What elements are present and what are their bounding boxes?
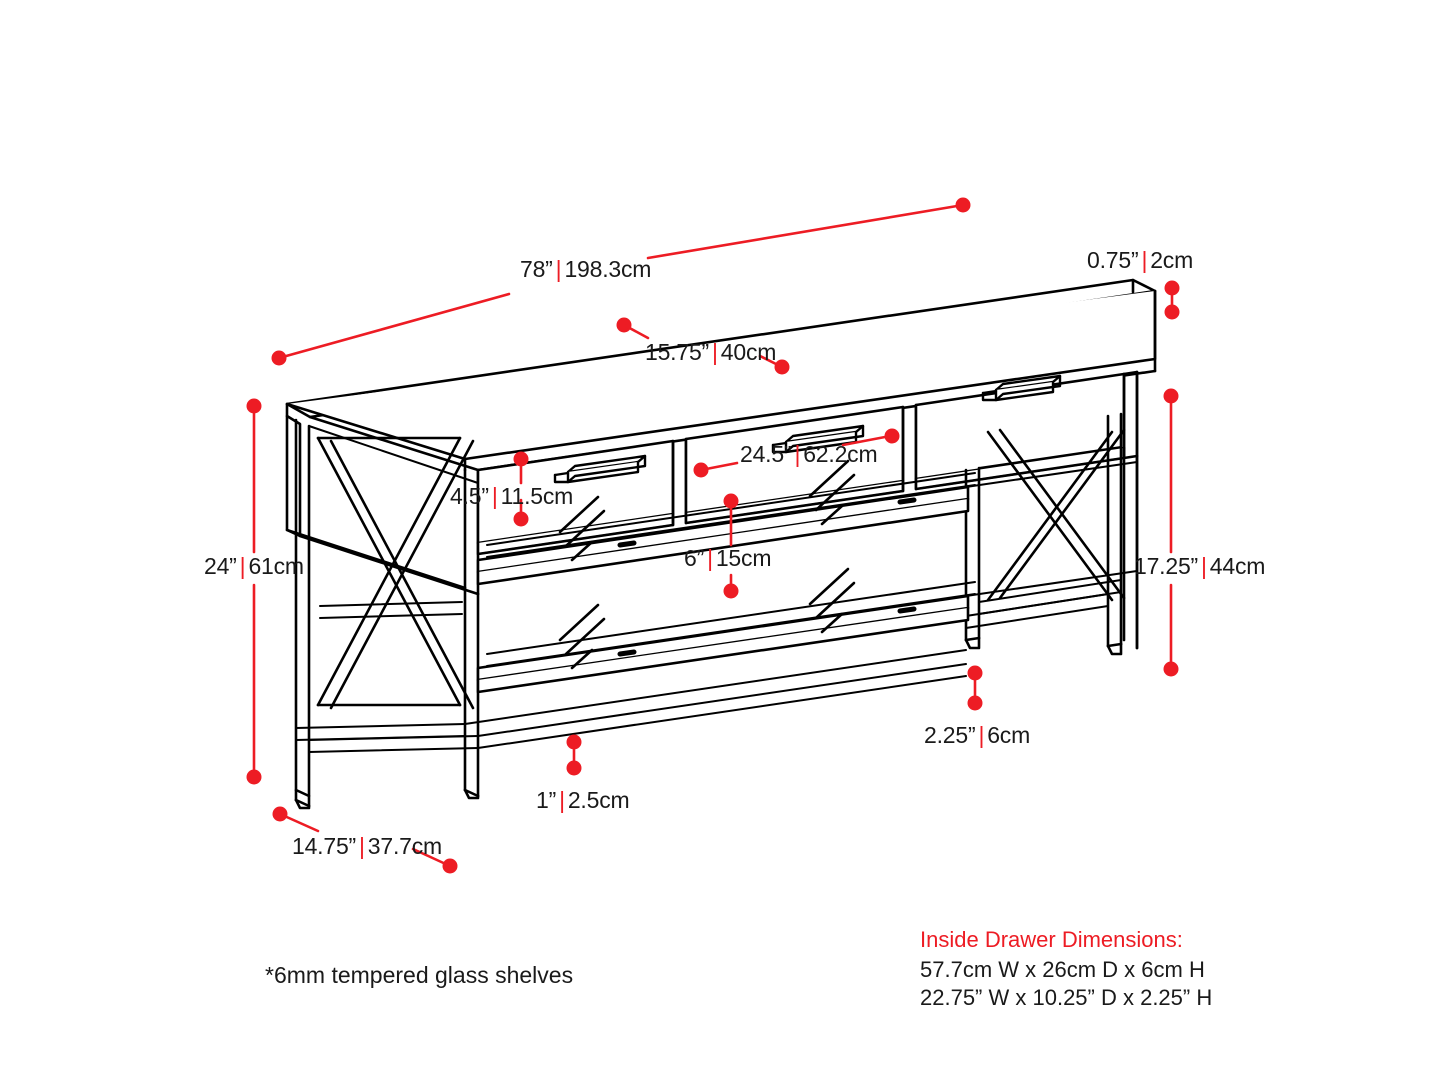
leader-top-thickness	[1164, 280, 1180, 320]
dim-separator: |	[359, 833, 365, 859]
dim-value-imperial: 78”	[520, 256, 553, 282]
dim-label-drawer-width: 24.5”|62.2cm	[740, 441, 878, 468]
dim-value-metric: 11.5cm	[500, 483, 574, 509]
dim-separator: |	[707, 545, 713, 571]
leader-open-height	[1163, 388, 1179, 677]
dim-separator: |	[559, 787, 565, 813]
leader-overall-depth	[616, 317, 790, 375]
leader-overall-height	[246, 398, 262, 785]
dim-label-overall-width: 78”|198.3cm	[520, 256, 651, 283]
dim-separator: |	[978, 722, 985, 748]
dim-value-imperial: 6”	[684, 545, 705, 571]
drawer-handle-middle	[771, 424, 865, 454]
left-frame	[294, 418, 480, 810]
dim-value-metric: 15cm	[715, 545, 772, 571]
inside-drawer-dimensions-block: Inside Drawer Dimensions: 57.7cm W x 26c…	[920, 926, 1212, 1012]
glass-shelves-note: *6mm tempered glass shelves	[265, 962, 574, 988]
dim-label-bottom-clearance: 2.25”|6cm	[924, 722, 1030, 749]
dim-label-overall-depth: 15.75”|40cm	[645, 339, 776, 366]
dim-value-imperial: 4.5”	[450, 483, 489, 509]
drawer-handle-left	[553, 454, 647, 484]
leader-drawer-width	[693, 428, 900, 478]
leader-shelf-clearance	[723, 493, 739, 599]
dim-value-metric: 198.3cm	[564, 256, 652, 282]
dim-label-rail-thickness: 1”|2.5cm	[536, 787, 630, 814]
lower-glass-shelf	[476, 581, 976, 694]
dim-value-imperial: 2.25”	[924, 722, 976, 748]
dim-value-metric: 37.7cm	[367, 833, 443, 859]
dim-separator: |	[555, 256, 562, 282]
dim-value-imperial: 17.25”	[1134, 553, 1199, 579]
dim-value-imperial: 24.5”	[740, 441, 792, 467]
dim-separator: |	[712, 339, 718, 365]
inside-drawer-title: Inside Drawer Dimensions:	[920, 927, 1183, 952]
dim-value-imperial: 24”	[204, 553, 237, 579]
leader-overall-width	[271, 197, 971, 366]
dim-label-open-height: 17.25”|44cm	[1134, 553, 1265, 580]
drawer-handle-right	[981, 374, 1062, 402]
dim-separator: |	[491, 483, 498, 509]
inside-drawer-imperial: 22.75” W x 10.25” D x 2.25” H	[920, 985, 1213, 1011]
dim-value-metric: 40cm	[720, 339, 777, 365]
dim-value-metric: 2.5cm	[567, 787, 630, 813]
dim-value-metric: 2cm	[1150, 247, 1194, 273]
dim-label-shelf-clearance: 6”|15cm	[684, 545, 771, 572]
dim-separator: |	[794, 441, 801, 467]
dim-separator: |	[239, 553, 246, 579]
dim-separator: |	[1141, 247, 1148, 273]
leader-drawer-height	[513, 451, 529, 527]
dim-value-imperial: 1”	[536, 787, 557, 813]
leader-base-depth	[272, 806, 458, 874]
leader-bottom-clearance	[967, 665, 983, 711]
dim-value-metric: 62.2cm	[803, 441, 878, 467]
dim-label-drawer-height: 4.5”|11.5cm	[450, 483, 573, 510]
dim-value-metric: 61cm	[248, 553, 304, 579]
leader-rail-thickness	[566, 734, 582, 776]
glass-reflection-marks	[558, 459, 856, 670]
dim-separator: |	[1201, 553, 1207, 579]
dim-value-metric: 6cm	[987, 722, 1031, 748]
dim-label-top-thickness: 0.75”|2cm	[1087, 247, 1193, 274]
front-bottom-rail	[464, 649, 967, 749]
back-rails	[965, 461, 1138, 597]
dim-label-base-depth: 14.75”|37.7cm	[292, 833, 442, 860]
dim-value-imperial: 0.75”	[1087, 247, 1139, 273]
dim-label-overall-height: 24”|61cm	[204, 553, 304, 580]
right-frame	[964, 412, 1139, 656]
dim-value-imperial: 15.75”	[645, 339, 710, 365]
dim-value-metric: 44cm	[1209, 553, 1266, 579]
inside-drawer-metric: 57.7cm W x 26cm D x 6cm H	[920, 957, 1205, 983]
dim-value-imperial: 14.75”	[292, 833, 357, 859]
